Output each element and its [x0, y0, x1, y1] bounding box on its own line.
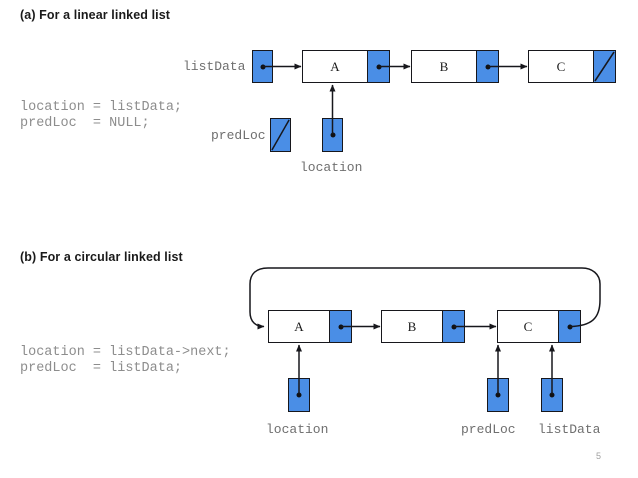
node-next-pointer — [367, 51, 389, 82]
page-number: 5 — [596, 451, 602, 461]
pointer-box-listdata-circular — [541, 378, 563, 412]
pointer-dot-icon — [549, 392, 555, 398]
list-node-a-linear: A — [302, 50, 390, 83]
node-next-pointer — [558, 311, 580, 342]
pointer-box-location-circular — [288, 378, 310, 412]
list-node-c-linear: C — [528, 50, 616, 83]
node-value: B — [439, 58, 449, 74]
pointer-label-predloc-linear: predLoc — [211, 128, 266, 143]
node-value: C — [523, 318, 533, 334]
code-line: predLoc = listData; — [20, 361, 183, 376]
node-next-pointer — [442, 311, 464, 342]
null-slash-icon — [594, 51, 615, 82]
node-null-pointer — [593, 51, 615, 82]
pointer-dot-icon — [260, 64, 265, 69]
code-line: predLoc = NULL; — [20, 116, 150, 131]
code-line: location = listData; — [20, 100, 183, 115]
pointer-label-predloc-circular: predLoc — [461, 422, 516, 437]
pointer-label-listdata-linear: listData — [183, 59, 246, 74]
null-slash-icon — [271, 119, 290, 151]
node-value: B — [407, 318, 417, 334]
pointer-box-predloc-linear — [270, 118, 291, 152]
pointer-dot-icon — [567, 324, 572, 329]
pointer-dot-icon — [376, 64, 381, 69]
pointer-dot-icon — [451, 324, 456, 329]
pointer-label-location-circular: location — [266, 422, 329, 437]
list-node-b-circular: B — [381, 310, 465, 343]
pointer-box-predloc-circular — [487, 378, 509, 412]
pointer-label-location-linear: location — [300, 160, 363, 175]
node-value: A — [294, 318, 304, 334]
pointer-dot-icon — [485, 64, 490, 69]
pointer-dot-icon — [330, 132, 335, 138]
code-block-linear: location = listData;predLoc = NULL; — [20, 100, 182, 132]
pointer-box-location-linear — [322, 118, 343, 152]
pointer-label-listdata-circular: listData — [538, 422, 601, 437]
code-line: location = listData->next; — [20, 345, 231, 360]
pointer-dot-icon — [338, 324, 343, 329]
node-value: C — [556, 58, 566, 74]
list-node-c-circular: C — [497, 310, 581, 343]
node-next-pointer — [476, 51, 498, 82]
code-block-circular: location = listData->next;predLoc = list… — [20, 345, 231, 377]
node-next-pointer — [329, 311, 351, 342]
pointer-box-listdata-linear — [252, 50, 273, 83]
section-heading-circular: (b) For a circular linked list — [20, 250, 183, 264]
list-node-b-linear: B — [411, 50, 499, 83]
pointer-dot-icon — [296, 392, 302, 398]
node-value: A — [330, 58, 340, 74]
list-node-a-circular: A — [268, 310, 352, 343]
pointer-dot-icon — [495, 392, 501, 398]
section-heading-linear: (a) For a linear linked list — [20, 8, 171, 22]
